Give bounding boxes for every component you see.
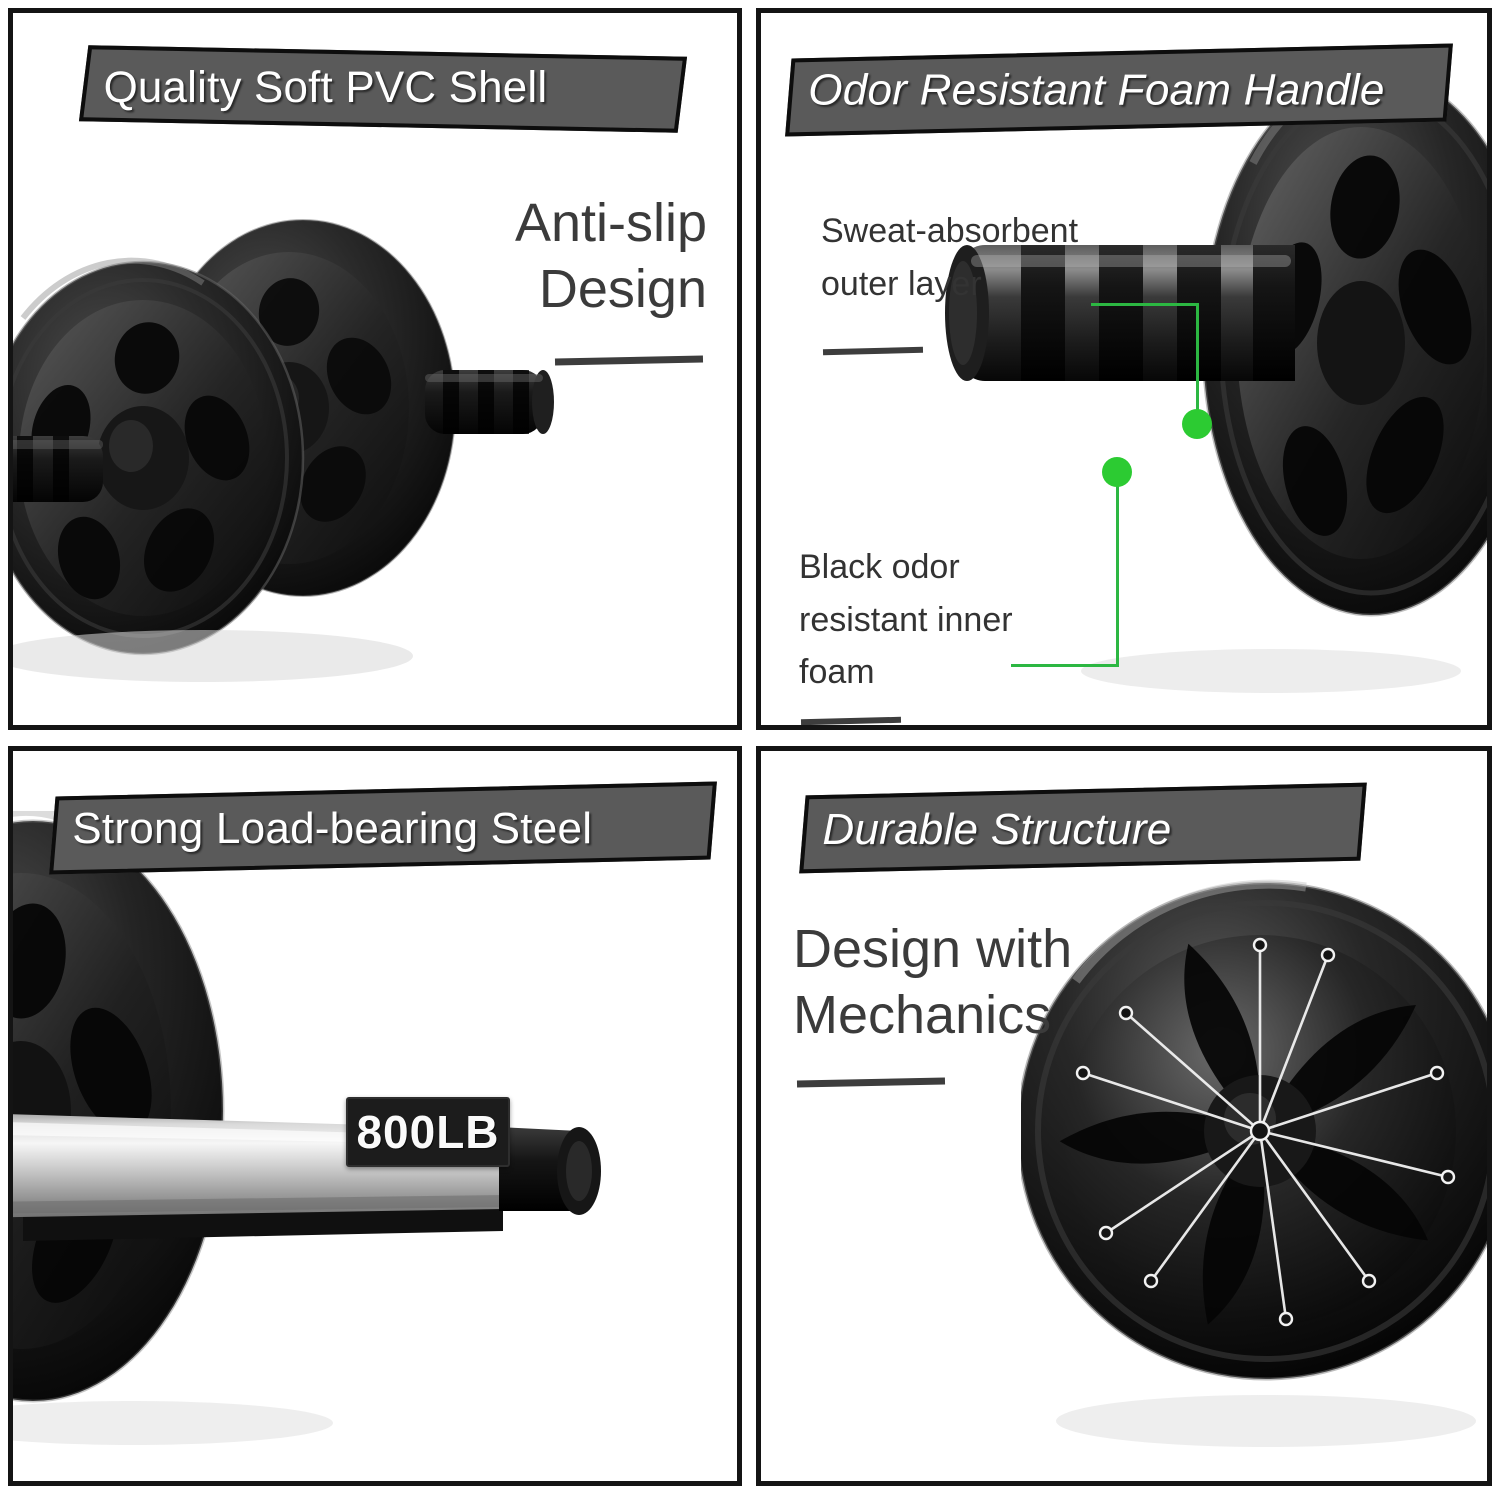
product-image-steel-axle-bar	[13, 806, 683, 1451]
foam-handle-bar	[945, 245, 1295, 381]
leader-line-inner-foam-horizontal	[1011, 664, 1119, 667]
panel-durable-structure: Durable Structure Design with Mechanics	[756, 746, 1492, 1486]
banner-label: Odor Resistant Foam Handle	[808, 65, 1385, 115]
headline-underline	[796, 1077, 946, 1088]
headline-anti-slip-design: Anti-slip Design	[514, 193, 707, 319]
steel-bar-end-cap	[499, 1127, 601, 1215]
mechanics-overlay	[1082, 945, 1449, 1320]
product-image-foam-handle-closeup	[941, 23, 1487, 723]
banner-odor-resistant-foam-handle: Odor Resistant Foam Handle	[785, 43, 1453, 137]
foam-handle-illustration	[945, 69, 1487, 693]
badge-load-capacity-800lb: 800LB	[346, 1097, 510, 1167]
steel-bar-illustration	[13, 806, 601, 1445]
panel-quality-soft-pvc-shell: Quality Soft PVC Shell Anti-slip Design	[8, 8, 742, 730]
product-image-ab-roller-dual-wheel	[13, 158, 573, 682]
sweat-absorbent-outer-layer-dot	[1182, 409, 1212, 439]
black-odor-resistant-inner-foam-dot	[1102, 457, 1132, 487]
product-image-wheel-mechanics-overlay	[1016, 861, 1487, 1481]
wheel-mechanics-illustration	[1016, 879, 1487, 1447]
panel-odor-resistant-foam-handle: Odor Resistant Foam Handle Sweat-absorbe…	[756, 8, 1492, 730]
leader-line-outer-layer-horizontal	[1091, 303, 1199, 306]
leader-line-inner-foam-vertical	[1116, 485, 1119, 667]
leader-line-outer-layer-vertical	[1196, 303, 1199, 423]
banner-durable-structure: Durable Structure	[799, 782, 1367, 874]
callout-underline-outer-layer	[822, 346, 924, 356]
banner-label: Durable Structure	[822, 804, 1172, 854]
callout-black-odor-resistant-inner-foam: Black odor resistant inner foam	[799, 548, 1013, 692]
headline-underline	[554, 355, 704, 366]
callout-sweat-absorbent-outer-layer: Sweat-absorbent outer layer	[821, 212, 1079, 303]
banner-strong-load-bearing-steel: Strong Load-bearing Steel	[49, 781, 717, 875]
callout-underline-inner-foam	[800, 716, 902, 725]
handle-left	[13, 436, 103, 502]
banner-quality-soft-pvc-shell: Quality Soft PVC Shell	[78, 45, 688, 133]
panel-strong-load-bearing-steel: Strong Load-bearing Steel 800LB	[8, 746, 742, 1486]
badge-label: 800LB	[356, 1106, 500, 1158]
banner-label: Strong Load-bearing Steel	[72, 804, 593, 854]
mechanics-overlay-nodes	[1075, 937, 1456, 1327]
handle-right	[425, 370, 554, 434]
ab-roller-illustration	[13, 219, 554, 682]
banner-label: Quality Soft PVC Shell	[103, 62, 548, 112]
headline-design-with-mechanics: Design with Mechanics	[793, 919, 1073, 1045]
